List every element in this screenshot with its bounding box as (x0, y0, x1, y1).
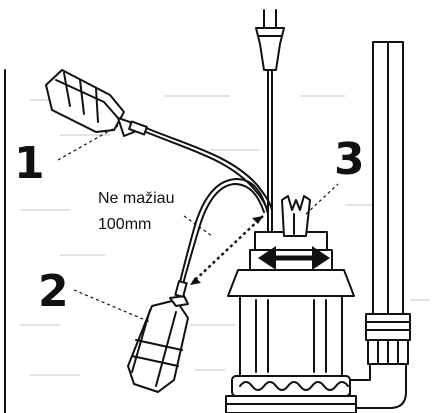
discharge-pipe (349, 41, 411, 409)
pump-body (225, 231, 357, 413)
float-switch-2 (127, 280, 189, 393)
double-arrow-icon (258, 246, 330, 270)
float2-cable (181, 183, 265, 289)
leader-3 (305, 183, 339, 215)
pump-handle (281, 195, 311, 237)
distance-note-line2: 100mm (98, 216, 151, 233)
label-1: 1 (14, 138, 45, 189)
water-lines (20, 95, 430, 376)
label-2: 2 (38, 266, 69, 317)
label-3: 3 (334, 134, 365, 185)
float-switch-1 (45, 69, 148, 137)
plug-icon (255, 9, 285, 71)
power-cord (267, 69, 273, 233)
distance-note-line1: Ne mažiau (98, 190, 174, 207)
leader-2 (73, 289, 151, 323)
distance-arrow (190, 215, 264, 285)
